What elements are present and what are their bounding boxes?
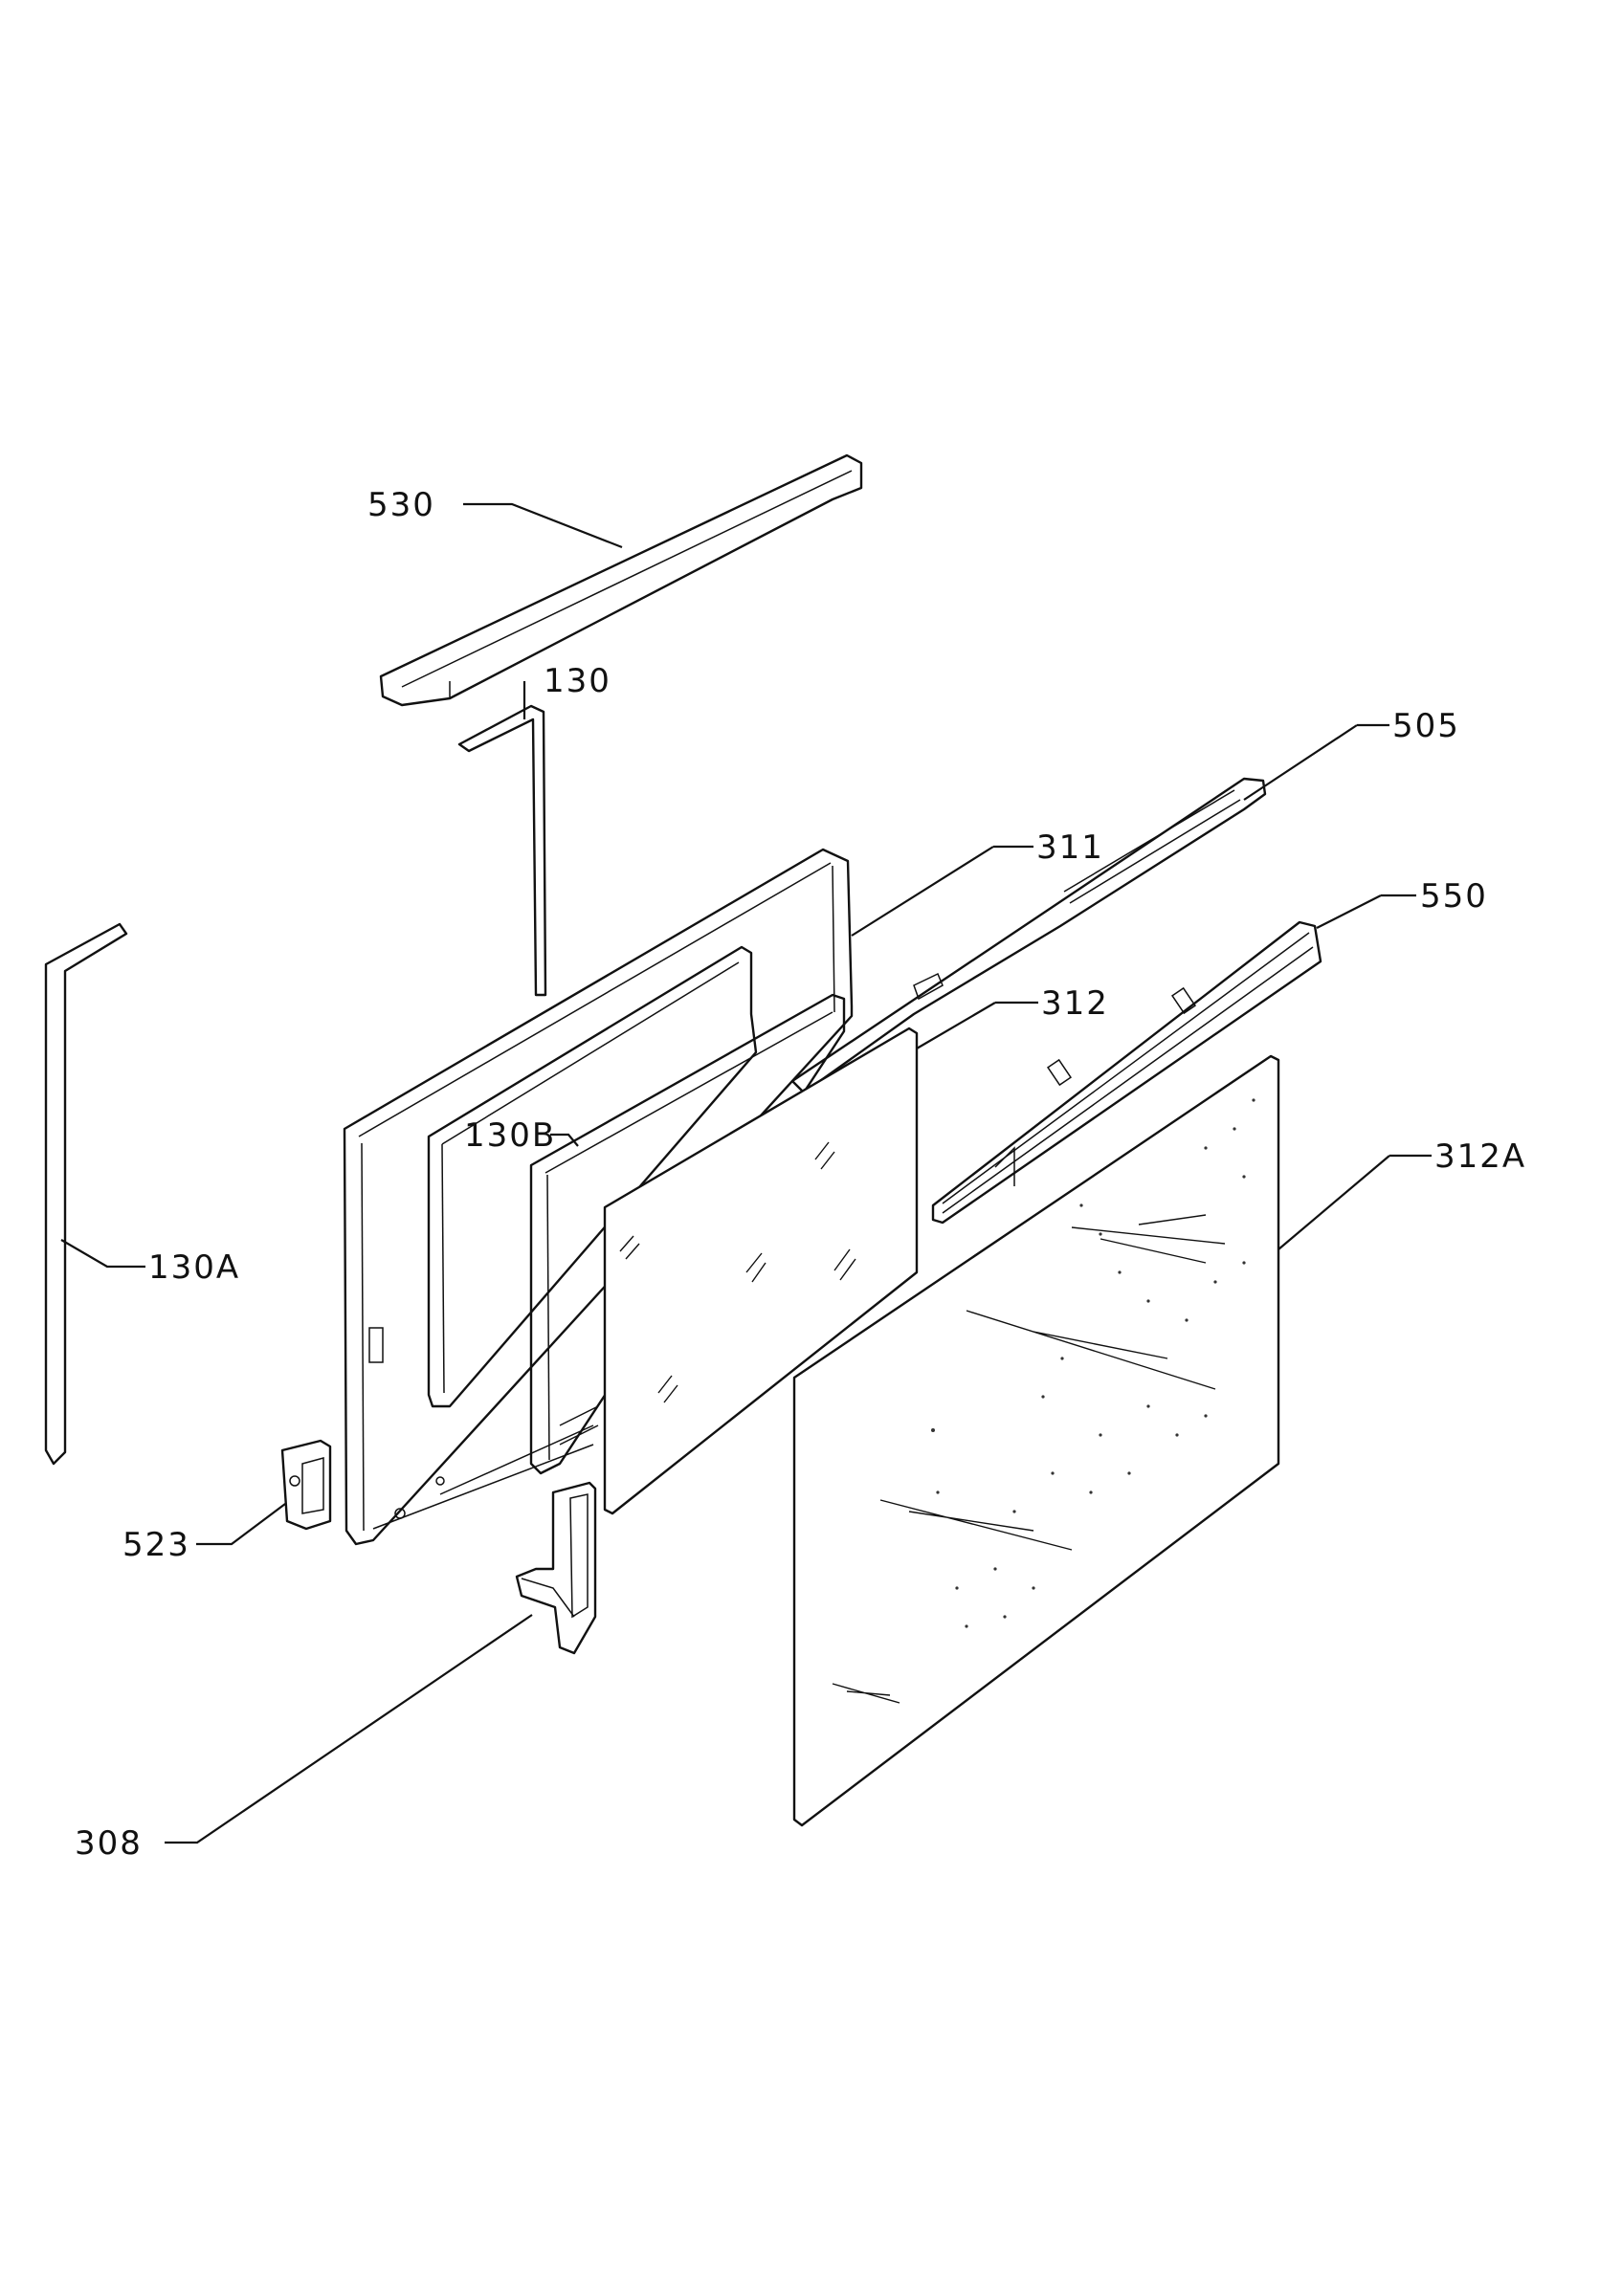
label-505: 505: [1392, 707, 1460, 745]
label-308: 308: [75, 1824, 143, 1863]
leader-523: [196, 1503, 286, 1546]
label-530: 530: [367, 486, 435, 524]
leader-130b: [550, 1133, 579, 1147]
leader-550: [1316, 894, 1416, 929]
leader-530: [463, 502, 623, 549]
label-523: 523: [122, 1526, 190, 1564]
label-130a: 130A: [148, 1248, 240, 1287]
part-308-hinge: [515, 1481, 597, 1655]
part-530-top-trim: [379, 453, 863, 707]
label-550: 550: [1420, 877, 1488, 916]
label-312a: 312A: [1434, 1137, 1526, 1176]
part-labels: 530 130 505 311 550 312 130B 312A 130A 5…: [75, 486, 1526, 1863]
part-130a-gasket-strip: [44, 922, 128, 1466]
leader-308: [165, 1614, 533, 1844]
leader-505: [1243, 723, 1389, 801]
part-550-handle-rail: [931, 920, 1322, 1225]
label-130b: 130B: [464, 1116, 556, 1155]
label-311: 311: [1036, 828, 1104, 867]
part-311-door-frame: [343, 848, 854, 1546]
leader-312: [916, 1001, 1038, 1049]
part-312-inner-glass: [603, 1027, 919, 1515]
leader-130a: [60, 1239, 145, 1269]
label-130: 130: [544, 662, 611, 700]
part-505-vent-rail: [790, 777, 1267, 1094]
part-312a-outer-glass: [792, 1054, 1280, 1827]
part-130-gasket-strip: [457, 704, 547, 997]
leader-lines: [60, 502, 1432, 1844]
part-523-hinge-bracket: [280, 1439, 332, 1531]
leader-312a: [1278, 1154, 1432, 1250]
leader-311: [851, 845, 1033, 937]
label-312: 312: [1041, 984, 1109, 1023]
